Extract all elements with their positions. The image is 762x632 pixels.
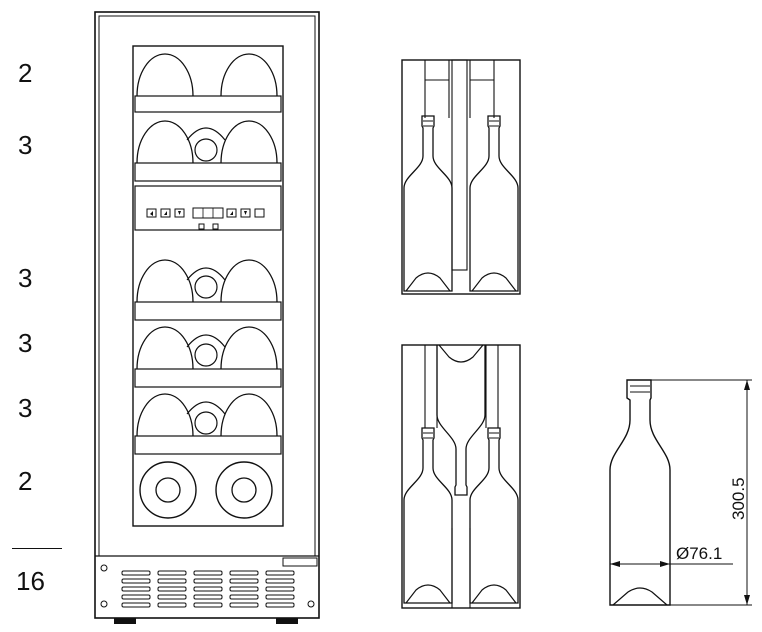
vent-slot bbox=[265, 594, 295, 600]
zone-up-button-icon bbox=[226, 208, 237, 218]
shelf-5 bbox=[134, 393, 282, 455]
vent-slot bbox=[193, 602, 223, 608]
vent-slot bbox=[229, 594, 259, 600]
light-button-icon bbox=[146, 208, 157, 218]
vent-slot bbox=[265, 578, 295, 584]
bottle-height-label: 300.5 bbox=[729, 477, 748, 520]
vent-slot bbox=[193, 570, 223, 576]
cooler-outer-frame bbox=[94, 11, 320, 619]
shelf-2 bbox=[134, 120, 282, 182]
rack-side-view-bottom bbox=[401, 344, 521, 609]
vent-slot bbox=[229, 602, 259, 608]
shelf-count-1: 2 bbox=[18, 58, 33, 88]
temperature-display bbox=[192, 207, 224, 219]
vent-grille bbox=[95, 555, 319, 624]
cooler-front-view bbox=[94, 11, 320, 624]
power-button-icon bbox=[254, 208, 265, 218]
vent-slot bbox=[157, 586, 187, 592]
glass-window bbox=[132, 45, 284, 527]
vent-slot bbox=[121, 578, 151, 584]
vent-slot bbox=[265, 602, 295, 608]
shelf-count-4: 3 bbox=[18, 328, 33, 358]
vent-slot bbox=[193, 594, 223, 600]
vent-slot bbox=[193, 586, 223, 592]
shelf-3 bbox=[134, 259, 282, 321]
bottle-dimension-drawing: 300.5 Ø76.1 bbox=[609, 379, 752, 606]
vent-slot bbox=[193, 578, 223, 584]
vent-slot bbox=[121, 570, 151, 576]
shelf-count-5: 3 bbox=[18, 393, 33, 423]
shelf-count-3: 3 bbox=[18, 263, 33, 293]
vent-slot bbox=[265, 586, 295, 592]
vent-slot bbox=[229, 586, 259, 592]
bottle-outline bbox=[609, 379, 671, 606]
shelf-1 bbox=[134, 53, 282, 113]
shelf-count-2: 3 bbox=[18, 130, 33, 160]
shelf-6-floor bbox=[139, 461, 273, 519]
vent-slot bbox=[265, 570, 295, 576]
vent-slot bbox=[121, 594, 151, 600]
vent-slot bbox=[121, 602, 151, 608]
rack-side-view-top bbox=[401, 59, 521, 295]
down-button-icon bbox=[174, 208, 185, 218]
shelf-count-6: 2 bbox=[18, 466, 33, 496]
vent-slot bbox=[157, 578, 187, 584]
bottle-diameter-label: Ø76.1 bbox=[676, 544, 722, 563]
shelf-4 bbox=[134, 326, 282, 388]
total-count: 16 bbox=[16, 566, 45, 596]
total-divider bbox=[12, 548, 62, 549]
vent-slot bbox=[121, 586, 151, 592]
vent-slot bbox=[157, 594, 187, 600]
zone-down-button-icon bbox=[240, 208, 251, 218]
up-button-icon bbox=[160, 208, 171, 218]
vent-slot bbox=[229, 578, 259, 584]
vent-slot bbox=[157, 570, 187, 576]
vent-slot bbox=[157, 602, 187, 608]
vent-slot bbox=[229, 570, 259, 576]
control-panel bbox=[134, 185, 282, 231]
